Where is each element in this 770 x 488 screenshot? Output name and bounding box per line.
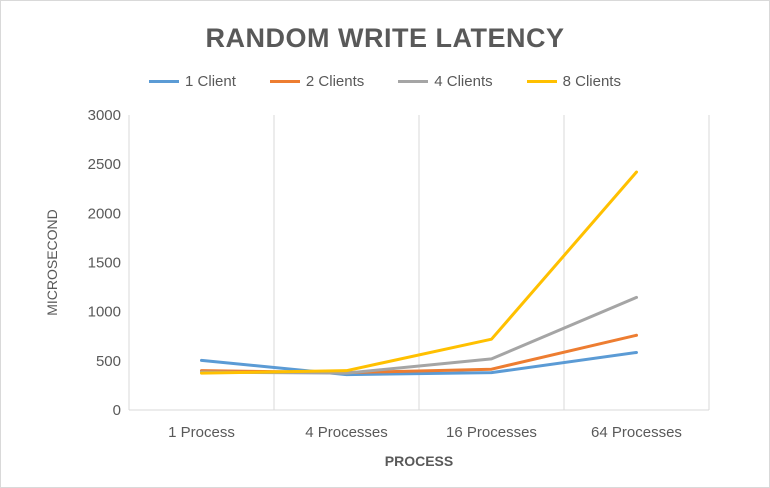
chart-title: RANDOM WRITE LATENCY [205,23,565,53]
legend-item: 8 Clients [526,73,621,90]
legend-item: 2 Clients [269,73,365,90]
legend-item: 4 Clients [398,73,493,90]
legend-label: 4 Clients [434,73,493,90]
legend-swatch [149,80,180,83]
y-tick-label: 2500 [88,156,121,173]
legend-label: 8 Clients [562,73,621,90]
y-tick-label: 2000 [88,205,121,222]
legend-swatch [398,80,429,83]
y-tick-label: 0 [113,402,121,419]
y-tick-label: 1500 [88,255,121,272]
legend-label: 1 Client [185,73,236,90]
x-tick-label: 1 Process [168,424,235,441]
legend-swatch [269,80,300,83]
y-axis-title: MICROSECOND [44,209,60,316]
series-line-8-clients [200,170,638,375]
y-tick-label: 1000 [88,304,121,321]
x-tick-label: 16 Processes [446,424,537,441]
series-line-1-client [200,350,638,377]
x-tick-label: 4 Processes [305,424,388,441]
y-tick-label: 500 [96,353,121,370]
chart-legend: 1 Client 2 Clients 4 Clients 8 Clients [1,73,769,90]
x-axis-title: PROCESS [385,453,453,469]
y-tick-label: 3000 [88,107,121,124]
legend-item: 1 Client [149,73,236,90]
legend-swatch [526,80,557,83]
x-tick-label: 64 Processes [591,424,682,441]
legend-label: 2 Clients [305,73,365,90]
